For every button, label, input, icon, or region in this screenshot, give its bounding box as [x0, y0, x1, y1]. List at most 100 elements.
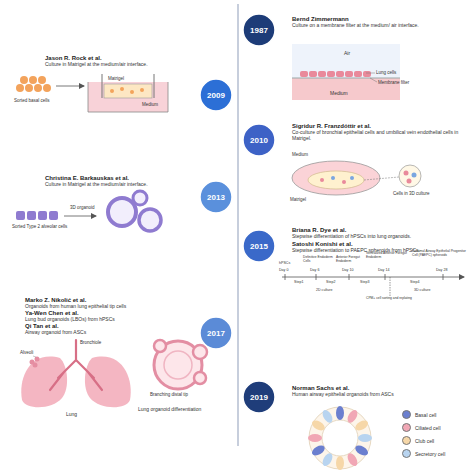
caption-label: Day 28: [436, 268, 447, 272]
matrigel-dish-art-part: [412, 173, 417, 178]
caption-label: Ventralized Anterior Foregut Endoderm: [366, 252, 408, 260]
branching-organoid-art-part: [154, 340, 166, 352]
caption-label: Lung organoid differentiation: [138, 407, 201, 413]
legend-swatch: [402, 410, 411, 419]
caption-label: Day 0: [279, 268, 288, 272]
caption-label: Human airway epithelial organoids from A…: [292, 392, 467, 398]
matrigel-dish-art-part: [350, 176, 354, 180]
basal-cell-art-part: [20, 76, 28, 84]
author-name: Briana R. Dye et al.: [292, 227, 462, 234]
membrane-culture-art-part: [300, 71, 308, 77]
organoid-art: [108, 191, 161, 231]
airway-organoid-art-part: [346, 408, 360, 424]
caption-label: Lung: [66, 412, 77, 418]
step-timeline-art-part: [390, 277, 391, 296]
airway-organoid-art: [308, 406, 372, 470]
caption-label: Proximal Airway Epithelial Progenitor Ce…: [412, 250, 470, 258]
membrane-culture-art-part: [292, 77, 400, 78]
membrane-culture-art-part: [363, 71, 371, 77]
caption-label: Cells in 3D culture: [393, 191, 430, 196]
caption-label: Day 6: [310, 268, 319, 272]
author-name: Satoshi Konishi et al.: [292, 241, 462, 248]
caption-label: Matrigel: [290, 197, 306, 202]
airway-organoid-art-part: [308, 434, 322, 442]
author-name: Marko Z. Nikolić et al.: [25, 297, 205, 304]
caption-label: Sorted Type 2 alveolar cells: [12, 224, 74, 229]
membrane-culture-art-part: [345, 71, 353, 77]
lung-art-part: [33, 356, 36, 357]
caption-label: Sorted basal cells: [14, 98, 50, 103]
year-circle: 2017: [199, 316, 233, 350]
alveolar-cell-art: [16, 211, 96, 220]
transwell-art: [56, 74, 168, 112]
basal-cell-art-part: [16, 84, 24, 92]
step-timeline-art-part: [443, 274, 444, 280]
year-circle-fill: [243, 381, 275, 413]
year-text-box: 2017: [199, 316, 233, 350]
airway-organoid-art-part: [310, 444, 326, 458]
year-label: 2017: [207, 329, 225, 338]
caption-label: Lung bud organoids (LBOs) from hPSCs: [25, 317, 205, 323]
legend-text: Basal cell: [415, 412, 436, 418]
caption-label: Culture on a membrane filter at the medi…: [292, 23, 442, 29]
year-text-box: 2013: [199, 180, 233, 214]
legend-text: Secretory cell: [415, 451, 445, 457]
year-label: 2015: [250, 242, 268, 251]
step-timeline-art-part: [285, 274, 286, 280]
matrigel-dish-art-part: [292, 161, 380, 195]
author-name: Christina E. Barkauskas et al.: [45, 175, 215, 182]
airway-organoid-art-part: [310, 419, 326, 433]
basal-cell-art-part: [29, 76, 37, 84]
matrigel-dish-art: [292, 161, 421, 195]
legend-text: Club cell: [415, 438, 434, 444]
caption-label: Lung cells: [376, 70, 396, 75]
airway-organoid-art-part: [321, 408, 335, 424]
matrigel-dish-art-part: [404, 171, 409, 176]
year-circle: 1987: [242, 13, 276, 47]
organoid-art-part: [133, 191, 147, 205]
lung-art-part: [50, 340, 102, 390]
caption-label: CPM+ cell sorting and replating: [366, 297, 422, 301]
caption-label: Anterior Foregut Endoderm: [336, 256, 366, 264]
legend-row: Secretory cell: [402, 449, 445, 458]
year-circle-fill: [243, 14, 275, 46]
membrane-culture-art-part: [318, 71, 326, 77]
caption-label: 3D culture: [414, 288, 430, 292]
year-circle: 2013: [199, 180, 233, 214]
author-name: Jason R. Rock et al.: [45, 55, 102, 62]
transwell-art-part: [102, 74, 154, 98]
caption-label: Co-culture of bronchial epithelial cells…: [292, 130, 460, 142]
branching-organoid-art: [154, 340, 207, 389]
membrane-culture-art-part: [327, 71, 335, 77]
year-label: 2010: [250, 136, 268, 145]
year-text-box: 2010: [242, 123, 276, 157]
matrigel-dish-art-part: [308, 171, 364, 189]
caption-label: Day 10: [342, 268, 353, 272]
author-name: Norman Sachs et al.: [292, 385, 462, 392]
legend-row: Club cell: [402, 436, 434, 445]
basal-cell-art-part: [25, 84, 33, 92]
caption-label: Medium: [142, 102, 158, 107]
transwell-art-part: [88, 82, 168, 112]
legend-text: Ciliated cell: [415, 425, 441, 431]
transwell-art-part: [140, 88, 144, 92]
caption-label: Air: [344, 51, 350, 57]
matrigel-dish-art-part: [364, 177, 399, 180]
airway-organoid-art-part: [354, 444, 370, 458]
caption-label: Matrigel: [108, 76, 124, 81]
membrane-culture-art-part: [309, 71, 317, 77]
caption-label: Day 14: [378, 268, 389, 272]
year-circle: 2010: [242, 123, 276, 157]
year-label: 2013: [207, 193, 225, 202]
caption-label: Airway organoid from ASCs: [25, 330, 205, 336]
caption-label: 2D culture: [316, 288, 332, 292]
caption-label: Organoids from human lung epithelial tip…: [25, 304, 205, 310]
basal-cell-art-part: [34, 84, 42, 92]
year-text-box: 2019: [242, 380, 276, 414]
step-timeline-art: [282, 274, 464, 296]
year-circle-fill: [243, 124, 275, 156]
airway-organoid-art-part: [336, 456, 344, 470]
transwell-art-part: [56, 86, 84, 87]
timeline-axis-part: [237, 4, 239, 446]
branching-organoid-art-part: [194, 372, 206, 384]
